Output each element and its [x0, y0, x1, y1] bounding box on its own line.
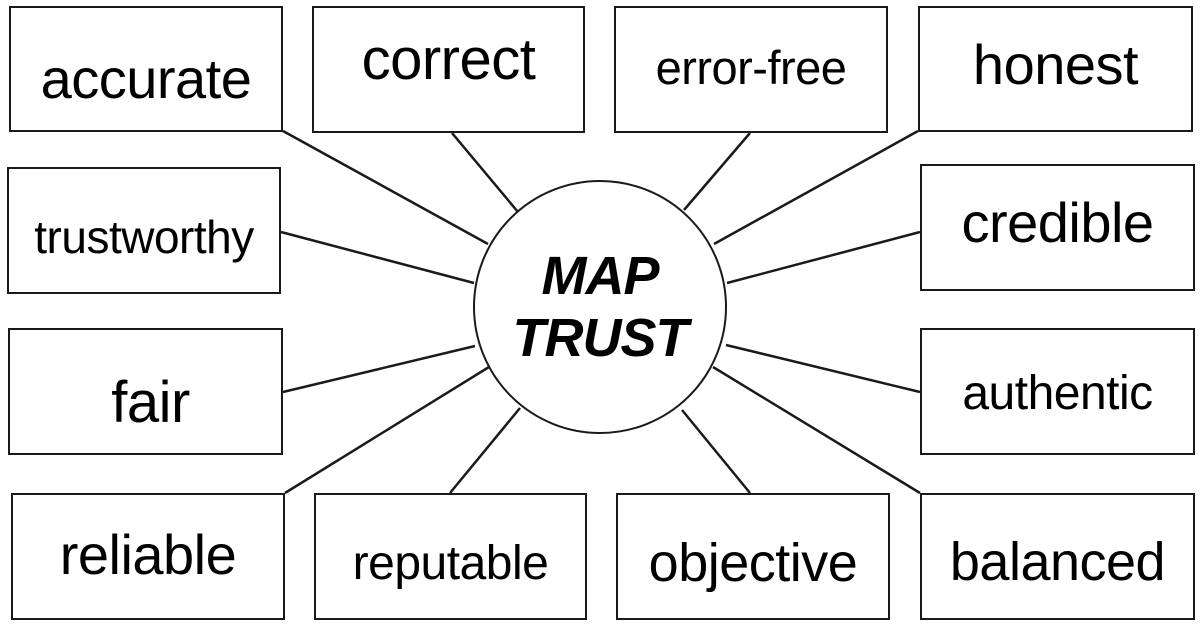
term-box-reliable: reliable	[11, 493, 285, 620]
term-box-objective: objective	[616, 493, 890, 620]
term-box-error-free: error-free	[614, 6, 888, 133]
term-box-accurate: accurate	[9, 6, 283, 132]
term-box-balanced: balanced	[920, 493, 1195, 620]
connector-honest	[713, 129, 919, 246]
connector-trustworthy	[280, 230, 475, 285]
connector-error-free	[683, 132, 751, 211]
connector-correct	[451, 132, 519, 213]
term-label-fair: fair	[111, 370, 190, 435]
connector-credible	[726, 230, 921, 285]
term-box-credible: credible	[920, 164, 1195, 291]
term-box-fair: fair	[8, 328, 283, 455]
term-label-authentic: authentic	[962, 367, 1153, 420]
connector-objective	[681, 409, 751, 494]
connector-authentic	[725, 343, 921, 394]
center-title-line1: MAP	[541, 246, 660, 306]
term-label-trustworthy: trustworthy	[34, 210, 254, 263]
term-label-error-free: error-free	[655, 41, 847, 94]
connector-fair	[282, 344, 476, 394]
center-title-line2: TRUST	[512, 308, 689, 368]
connector-balanced	[712, 365, 921, 495]
term-label-correct: correct	[361, 27, 536, 92]
term-label-balanced: balanced	[949, 531, 1166, 592]
term-label-reliable: reliable	[59, 523, 237, 586]
connector-reputable	[449, 407, 521, 494]
term-label-objective: objective	[648, 532, 858, 593]
term-box-reputable: reputable	[314, 493, 587, 620]
term-box-correct: correct	[312, 6, 585, 133]
term-label-credible: credible	[961, 191, 1154, 254]
connector-accurate	[282, 129, 489, 246]
term-box-trustworthy: trustworthy	[7, 167, 281, 294]
term-label-honest: honest	[972, 32, 1139, 96]
term-label-reputable: reputable	[352, 537, 549, 590]
term-box-authentic: authentic	[920, 328, 1195, 455]
connector-reliable	[284, 365, 490, 495]
term-box-honest: honest	[918, 6, 1193, 132]
term-label-accurate: accurate	[40, 46, 252, 110]
center-hub: MAP TRUST	[473, 180, 727, 434]
